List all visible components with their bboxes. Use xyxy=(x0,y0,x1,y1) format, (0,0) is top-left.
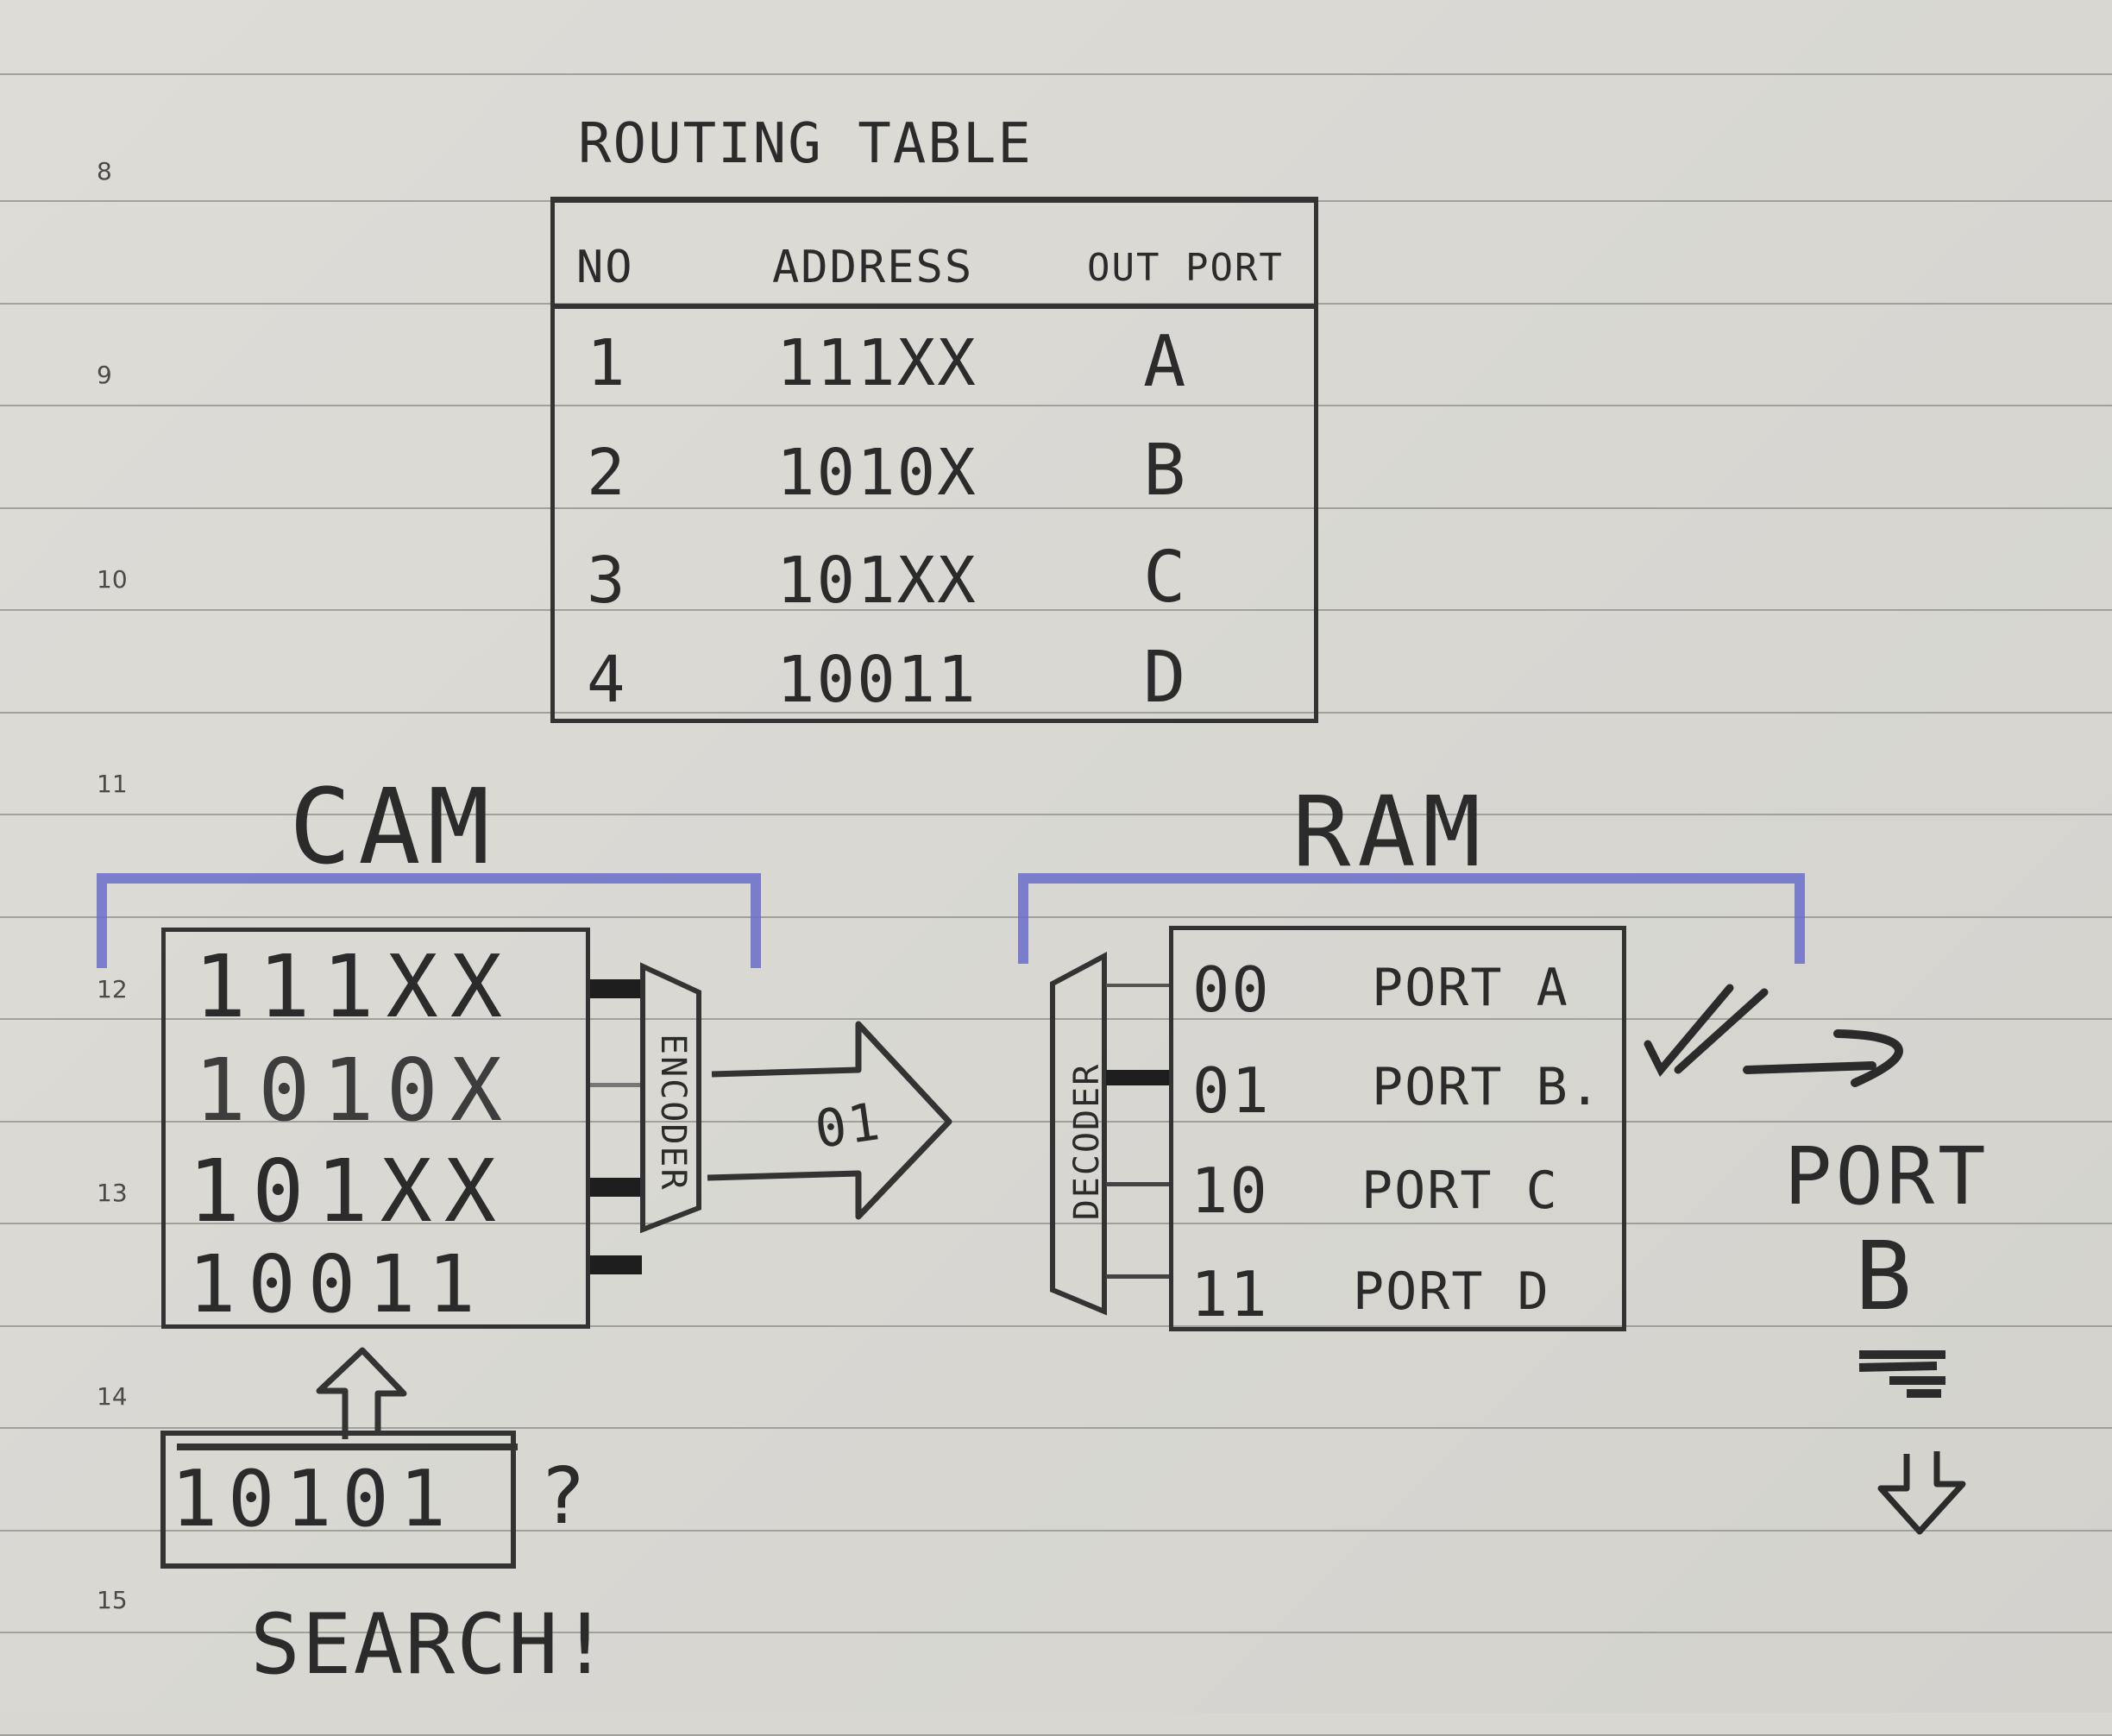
row-port: A xyxy=(1143,321,1188,403)
row-port: C xyxy=(1143,537,1188,619)
row-address: 10011 xyxy=(776,643,977,717)
ruled-line xyxy=(0,1632,2112,1633)
row-address: 111XX xyxy=(776,326,977,400)
row-no: 2 xyxy=(587,436,627,510)
cam-label: CAM xyxy=(289,768,497,888)
header-address: ADDRESS xyxy=(772,242,974,293)
ruled-line xyxy=(0,1223,2112,1224)
word-line xyxy=(1106,984,1171,987)
ruled-line xyxy=(0,712,2112,714)
word-line xyxy=(1106,1182,1171,1186)
routing-table-title: ROUTING TABLE xyxy=(578,112,1033,176)
row-port: D xyxy=(1143,637,1188,719)
encoder-output-arrow xyxy=(707,1021,952,1220)
row-no: 4 xyxy=(587,643,627,717)
routing-table-frame xyxy=(550,197,1318,723)
decoder-label: DECODER xyxy=(1067,1062,1107,1221)
ruled-line xyxy=(0,814,2112,815)
search-box-top-stroke xyxy=(177,1444,518,1450)
cam-entry: 10011 xyxy=(188,1238,487,1330)
ruled-line xyxy=(0,1018,2112,1020)
ram-addr: 11 xyxy=(1191,1258,1269,1330)
encoder-output-value: 01 xyxy=(811,1091,885,1160)
decoder-shape xyxy=(1050,952,1107,1316)
cam-entry: 1010X xyxy=(194,1040,515,1141)
down-arrow-icon xyxy=(1877,1451,1966,1535)
ram-value: PORT A xyxy=(1372,958,1569,1018)
row-address: 101XX xyxy=(776,544,977,618)
ruled-line xyxy=(0,609,2112,611)
result-port-label: PORT xyxy=(1784,1130,1989,1223)
ruled-line xyxy=(0,73,2112,75)
word-line-selected xyxy=(1106,1070,1171,1085)
line-number: 14 xyxy=(97,1382,128,1411)
match-line xyxy=(590,1083,642,1087)
ruled-line xyxy=(0,1121,2112,1123)
match-line xyxy=(590,1178,642,1197)
right-arrow-icon xyxy=(1743,1029,1903,1087)
search-input-box[interactable] xyxy=(160,1431,516,1569)
ram-bracket xyxy=(1018,873,1805,964)
line-number: 8 xyxy=(97,157,112,186)
line-number: 9 xyxy=(97,361,112,389)
cam-bracket xyxy=(97,873,761,968)
ram-addr: 10 xyxy=(1191,1154,1269,1227)
up-arrow-icon xyxy=(316,1347,407,1439)
line-number: 11 xyxy=(97,770,128,798)
ruled-line xyxy=(0,1530,2112,1532)
row-address: 1010X xyxy=(776,436,977,510)
ram-value: PORT B. xyxy=(1372,1057,1602,1117)
ram-value: PORT C xyxy=(1361,1160,1559,1221)
ram-memory-box xyxy=(1169,926,1626,1331)
header-divider xyxy=(550,304,1318,309)
cam-memory-box xyxy=(161,928,590,1329)
match-line xyxy=(590,1255,642,1274)
result-port-letter: B xyxy=(1855,1221,1914,1331)
encoder-label: ENCODER xyxy=(653,1034,693,1192)
ram-addr: 00 xyxy=(1192,953,1271,1026)
check-mark-icon xyxy=(1644,984,1769,1078)
ruled-line xyxy=(0,405,2112,406)
ram-addr: 01 xyxy=(1192,1054,1271,1127)
ram-value: PORT D xyxy=(1353,1261,1550,1322)
cam-entry: 101XX xyxy=(188,1141,509,1242)
search-input-value[interactable]: 10101 xyxy=(171,1454,456,1544)
match-line xyxy=(590,979,642,998)
word-line xyxy=(1106,1274,1171,1279)
row-no: 3 xyxy=(587,544,627,618)
ruled-line xyxy=(0,916,2112,918)
search-label: SEARCH! xyxy=(250,1596,612,1693)
search-question-mark: ? xyxy=(539,1451,588,1542)
line-number: 10 xyxy=(97,565,128,594)
row-port: B xyxy=(1143,430,1188,512)
underline-scribble xyxy=(1858,1350,1945,1398)
ram-label: RAM xyxy=(1292,777,1488,889)
header-out-port: OUT PORT xyxy=(1087,246,1284,290)
cam-entry: 111XX xyxy=(194,936,515,1037)
ruled-line xyxy=(0,1427,2112,1429)
row-no: 1 xyxy=(587,326,627,400)
header-no: NO xyxy=(576,242,634,293)
line-number: 13 xyxy=(97,1179,128,1207)
ruled-line xyxy=(0,1325,2112,1327)
encoder-shape xyxy=(640,962,701,1234)
ruled-line xyxy=(0,507,2112,509)
line-number: 15 xyxy=(97,1586,128,1614)
line-number: 12 xyxy=(97,975,128,1003)
